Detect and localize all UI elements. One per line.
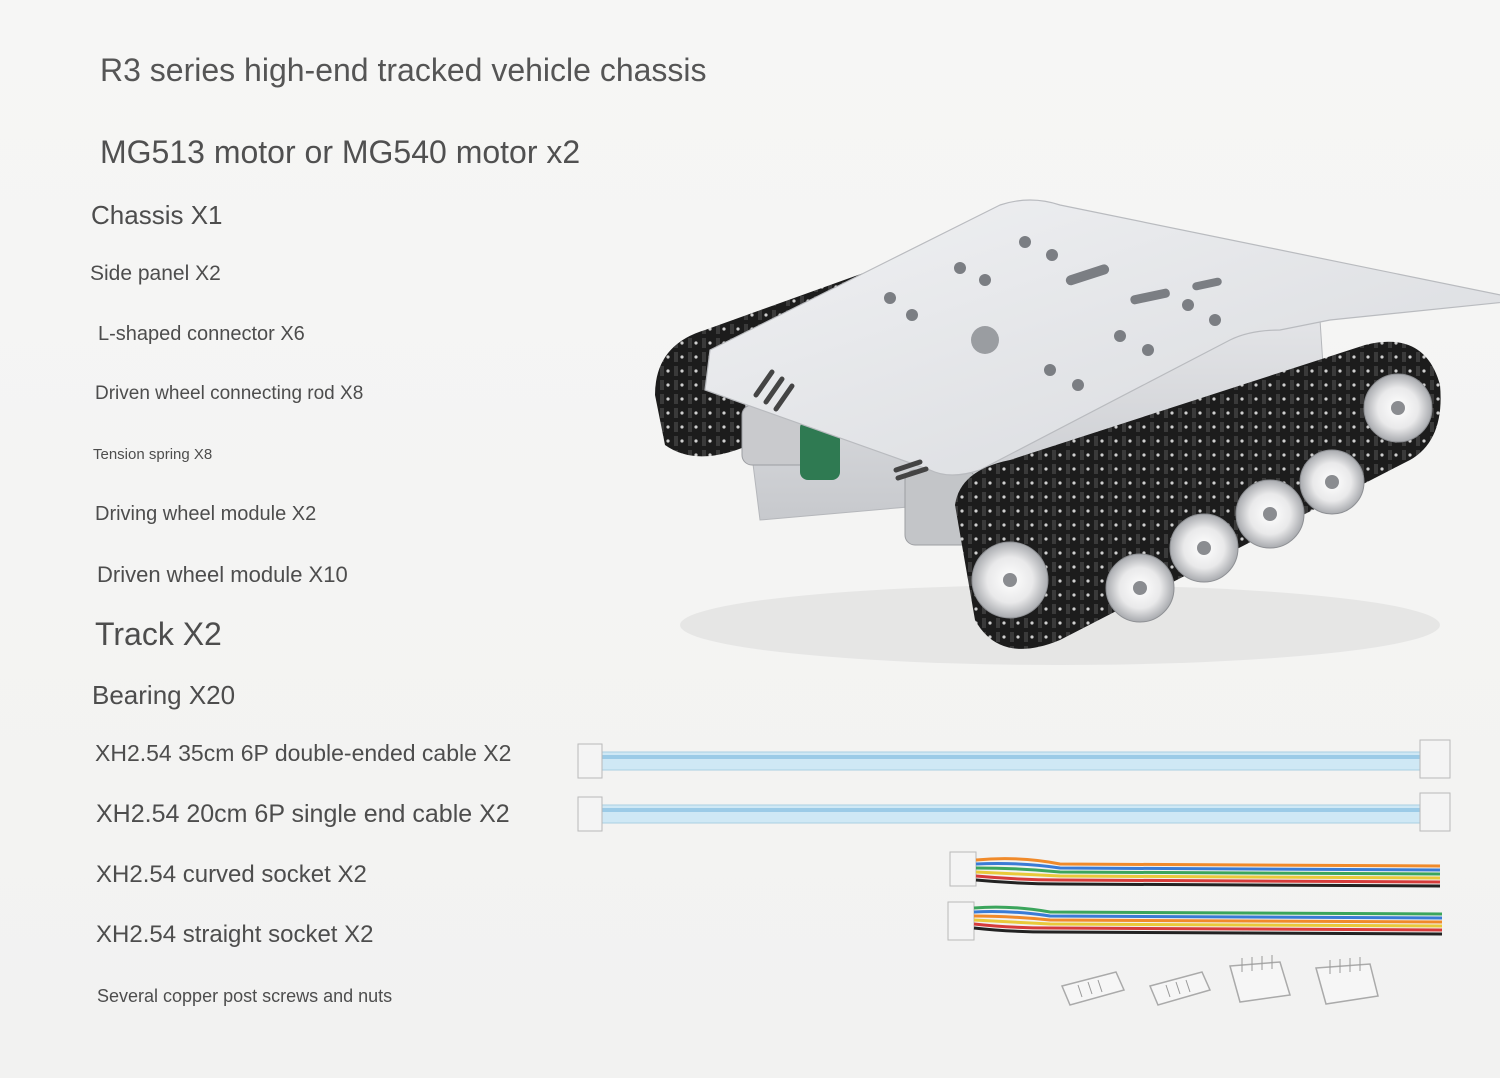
front-track (955, 341, 1441, 649)
item-chassis: Chassis X1 (91, 200, 223, 230)
chassis-plate (704, 199, 1500, 476)
page-title: R3 series high-end tracked vehicle chass… (100, 52, 707, 88)
connector-socket-photo (1060, 955, 1379, 1006)
item-single-cable: XH2.54 20cm 6P single end cable X2 (96, 800, 510, 828)
page-subtitle: MG513 motor or MG540 motor x2 (100, 134, 581, 170)
blue-ribbon-cable-photo (577, 739, 1451, 832)
item-track: Track X2 (95, 616, 222, 652)
driven-wheels (971, 373, 1433, 623)
plate-vents (753, 369, 929, 481)
item-connecting-rod: Driven wheel connecting rod X8 (95, 383, 364, 404)
item-tension-spring: Tension spring X8 (93, 446, 213, 463)
rainbow-wire-cable-photo (947, 851, 1443, 941)
plate-holes (884, 236, 1222, 391)
item-curved-socket: XH2.54 curved socket X2 (96, 861, 367, 888)
item-driven-wheel: Driven wheel module X10 (97, 562, 348, 587)
item-side-panel: Side panel X2 (90, 262, 221, 285)
item-straight-socket: XH2.54 straight socket X2 (96, 921, 374, 948)
item-l-connector: L-shaped connector X6 (98, 323, 305, 345)
item-screws: Several copper post screws and nuts (97, 986, 393, 1006)
item-bearing: Bearing X20 (92, 680, 236, 710)
item-double-cable: XH2.54 35cm 6P double-ended cable X2 (95, 740, 512, 766)
item-driving-wheel: Driving wheel module X2 (95, 503, 317, 525)
